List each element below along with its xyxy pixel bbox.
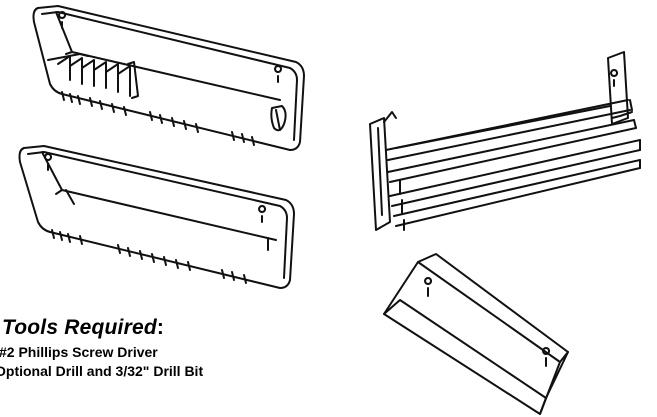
sheet-metal-tray-drawing bbox=[383, 253, 569, 415]
tools-heading: Tools Required: bbox=[2, 316, 360, 340]
tools-heading-colon: : bbox=[156, 316, 165, 339]
wire-rack-tray-drawing bbox=[369, 51, 641, 231]
tools-list: #2 Phillips Screw Driver Optional Drill … bbox=[0, 343, 360, 381]
tray-plain-drawing bbox=[18, 145, 295, 289]
tool-item-screwdriver: #2 Phillips Screw Driver bbox=[0, 344, 158, 360]
tools-required-section: Tools Required: #2 Phillips Screw Driver… bbox=[0, 316, 360, 381]
tool-item-drill: Optional Drill and 3/32" Drill Bit bbox=[0, 363, 204, 379]
tray-with-divider-drawing bbox=[32, 5, 305, 151]
tools-heading-text: Tools Required bbox=[2, 316, 157, 339]
